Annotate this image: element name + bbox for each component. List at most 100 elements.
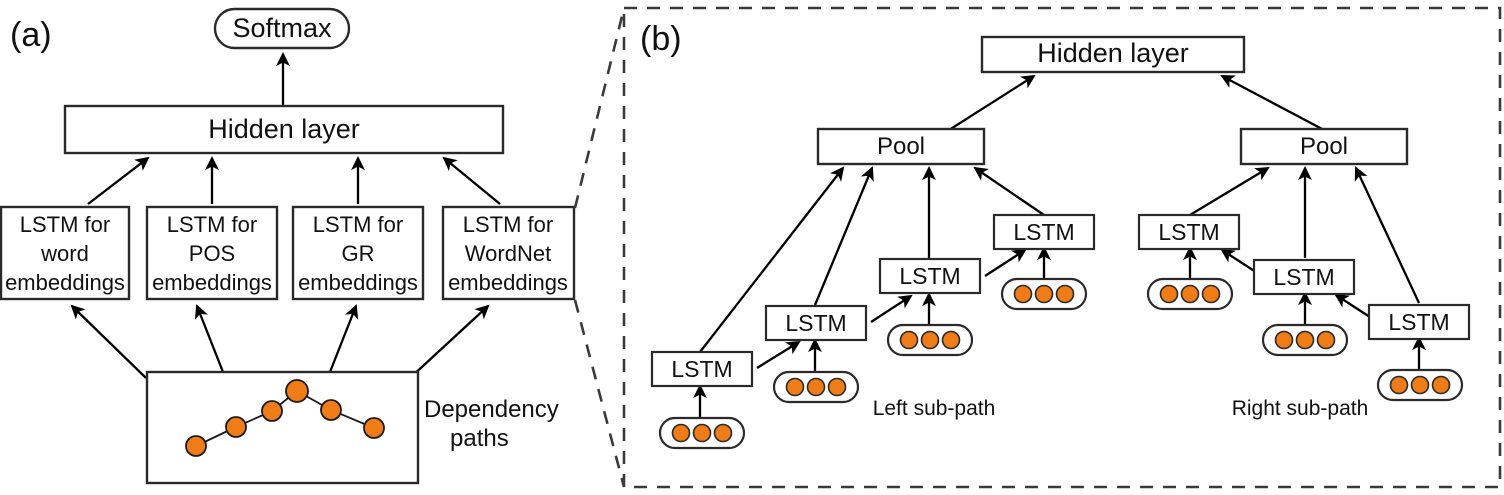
- arrow-l-lstm1-to-pool: [699, 166, 845, 353]
- lstm-pos-line1: LSTM for: [167, 212, 257, 237]
- pool-box-left: [816, 127, 986, 166]
- left-embedding-2: [772, 370, 860, 404]
- lstm-wordnet-line2: WordNet: [465, 241, 551, 266]
- left-embedding-3: [886, 323, 974, 357]
- dependency-node: [225, 416, 247, 438]
- lstm-box-wordnet: [441, 205, 576, 301]
- dependency-node: [320, 399, 342, 421]
- arrow-dep-to-lstm2: [194, 304, 225, 373]
- embedding-dot: [941, 330, 961, 350]
- arrow-lstm4-to-hidden: [442, 156, 501, 205]
- panel-b-frame: [622, 6, 1502, 489]
- arrow-pool-right-to-hidden: [1220, 74, 1325, 132]
- arrow-dep-to-lstm4: [409, 304, 490, 379]
- lstm-box-gr: [291, 205, 425, 301]
- softmax-label: Softmax: [232, 13, 332, 43]
- embedding-dot: [713, 423, 733, 443]
- left-lstm-label-4: LSTM: [1013, 219, 1074, 245]
- dependency-node: [261, 400, 283, 422]
- arrow-pool-left-to-hidden: [948, 74, 1036, 131]
- left-embedding-4: [1000, 277, 1088, 311]
- arrow-r-lstm1-to-pool: [1189, 166, 1270, 216]
- embedding-dot: [1389, 375, 1409, 395]
- left-lstm-box-4: [992, 213, 1096, 251]
- left-lstm-box-3: [878, 257, 982, 295]
- softmax-box: [213, 7, 351, 50]
- lstm-word-line1: LSTM for: [20, 212, 110, 237]
- embedding-dot: [920, 330, 940, 350]
- hidden-layer-box-a: [63, 104, 505, 155]
- lstm-word-line2: word: [40, 241, 89, 266]
- right-lstm-box-1: [1137, 213, 1241, 251]
- embedding-dot: [1316, 330, 1336, 350]
- embedding-dot: [899, 330, 919, 350]
- embedding-dot: [671, 423, 691, 443]
- arrow-lstm1-to-hidden: [87, 156, 150, 205]
- hidden-layer-label-b: Hidden layer: [1037, 38, 1189, 68]
- lstm-box-word: [0, 205, 131, 301]
- right-lstm-label-3: LSTM: [1388, 309, 1449, 335]
- lstm-wordnet-line1: LSTM for: [463, 212, 553, 237]
- arrow-l-lstm2-to-pool: [813, 166, 874, 306]
- pool-left-label: Pool: [877, 133, 925, 160]
- right-embedding-3: [1376, 368, 1464, 402]
- dependency-node: [185, 435, 207, 457]
- lstm-word-line3: embeddings: [5, 270, 125, 295]
- embedding-dot: [1180, 284, 1200, 304]
- right-embedding-1: [1146, 277, 1234, 311]
- lstm-gr-line3: embeddings: [298, 270, 418, 295]
- embedding-dot: [1201, 284, 1221, 304]
- embedding-dot: [1055, 284, 1075, 304]
- embedding-dot: [785, 377, 805, 397]
- embedding-dot: [1295, 330, 1315, 350]
- embedding-dot: [1034, 284, 1054, 304]
- arrow-l-lstm4-to-pool: [973, 166, 1045, 216]
- arrow-dep-to-lstm1: [70, 304, 147, 379]
- lstm-pos-line3: embeddings: [152, 270, 272, 295]
- arrow-l-lstm3-to-lstm4: [984, 248, 1027, 277]
- hidden-layer-box-b: [980, 35, 1246, 74]
- callout-line-top: [573, 7, 626, 209]
- embedding-dot: [1431, 375, 1451, 395]
- left-lstm-label-1: LSTM: [671, 356, 732, 382]
- embedding-dot: [1013, 284, 1033, 304]
- lstm-pos-line2: POS: [189, 241, 235, 266]
- right-subpath-caption: Right sub-path: [1232, 397, 1369, 420]
- embedding-dot: [1159, 284, 1179, 304]
- embedding-dot: [692, 423, 712, 443]
- arrow-l-lstm2-to-lstm3: [870, 294, 913, 323]
- right-lstm-label-2: LSTM: [1273, 264, 1334, 290]
- arrow-dep-to-lstm3: [328, 304, 359, 373]
- dependency-paths-label-line1: Dependency: [424, 396, 559, 423]
- arrow-r-lstm3-to-pool: [1354, 166, 1421, 304]
- dependency-paths-label-line2: paths: [450, 425, 509, 452]
- panel-b-label: (b): [640, 20, 682, 58]
- pool-right-label: Pool: [1300, 133, 1348, 160]
- panel-a-label: (a): [10, 16, 52, 54]
- left-lstm-label-3: LSTM: [899, 263, 960, 289]
- embedding-dot: [1410, 375, 1430, 395]
- left-subpath-caption: Left sub-path: [873, 397, 996, 420]
- right-lstm-box-3: [1367, 303, 1471, 341]
- arrow-l-lstm1-to-lstm2: [756, 340, 801, 369]
- left-embedding-1: [658, 416, 746, 450]
- right-lstm-box-2: [1252, 258, 1356, 296]
- callout-line-bottom: [573, 299, 626, 488]
- embedding-dot: [806, 377, 826, 397]
- left-lstm-label-2: LSTM: [785, 310, 846, 336]
- left-lstm-box-1: [650, 350, 754, 388]
- dependency-node: [285, 379, 309, 403]
- lstm-wordnet-line3: embeddings: [448, 270, 568, 295]
- left-lstm-box-2: [764, 304, 868, 342]
- right-embedding-2: [1261, 323, 1349, 357]
- embedding-dot: [827, 377, 847, 397]
- pool-box-right: [1239, 127, 1409, 166]
- right-lstm-label-1: LSTM: [1158, 219, 1219, 245]
- embedding-dot: [1274, 330, 1294, 350]
- lstm-gr-line2: GR: [342, 241, 375, 266]
- hidden-layer-label-a: Hidden layer: [208, 114, 360, 144]
- lstm-gr-line1: LSTM for: [313, 212, 403, 237]
- lstm-box-pos: [145, 205, 279, 301]
